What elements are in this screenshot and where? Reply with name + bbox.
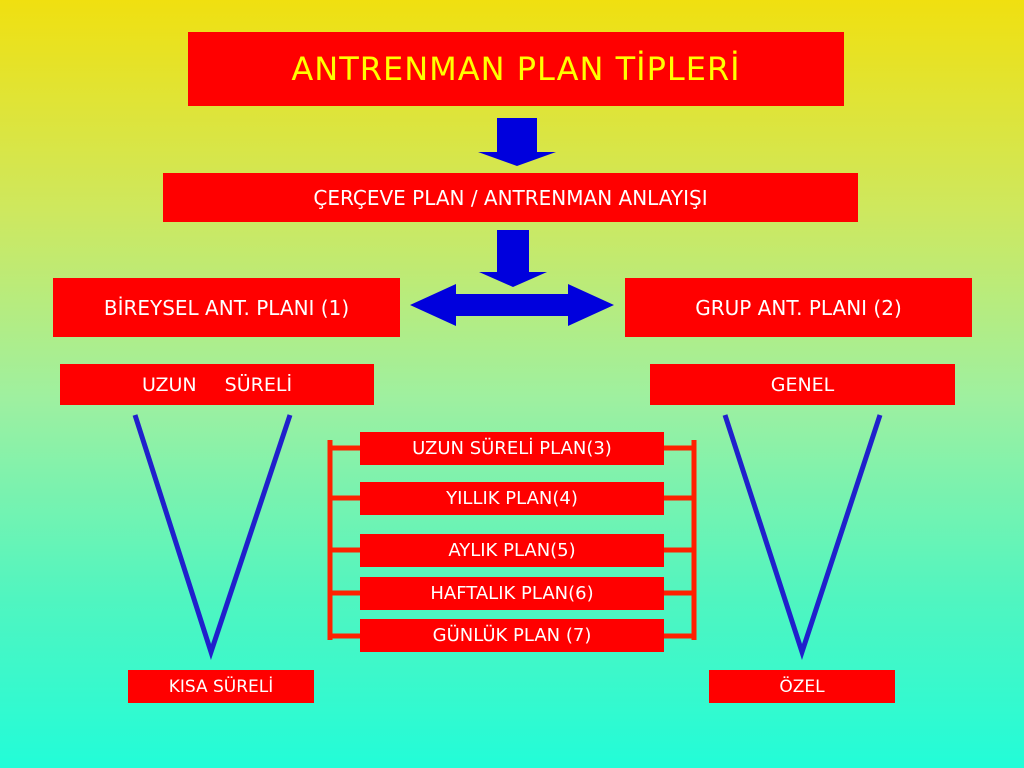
short-term-box: KISA SÜRELİ xyxy=(128,670,314,703)
plan-item-yearly: YILLIK PLAN(4) xyxy=(360,482,664,515)
double-arrow xyxy=(410,284,614,326)
special-box: ÖZEL xyxy=(709,670,895,703)
page-title: ANTRENMAN PLAN TİPLERİ xyxy=(188,32,844,106)
right-v-lines xyxy=(722,414,883,661)
left-v-lines xyxy=(132,414,293,661)
plan-item-monthly: AYLIK PLAN(5) xyxy=(360,534,664,567)
plan-item-daily: GÜNLÜK PLAN (7) xyxy=(360,619,664,652)
group-plan-box: GRUP ANT. PLANI (2) xyxy=(625,278,972,337)
down-arrow-1 xyxy=(478,118,556,166)
plan-bracket xyxy=(327,440,697,640)
general-box: GENEL xyxy=(650,364,955,405)
down-arrow-2 xyxy=(479,230,547,287)
individual-plan-box: BİREYSEL ANT. PLANI (1) xyxy=(53,278,400,337)
plan-item-long-term: UZUN SÜRELİ PLAN(3) xyxy=(360,432,664,465)
long-term-box: UZUN SÜRELİ xyxy=(60,364,374,405)
plan-item-weekly: HAFTALIK PLAN(6) xyxy=(360,577,664,610)
framework-plan-box: ÇERÇEVE PLAN / ANTRENMAN ANLAYIŞI xyxy=(163,173,858,222)
